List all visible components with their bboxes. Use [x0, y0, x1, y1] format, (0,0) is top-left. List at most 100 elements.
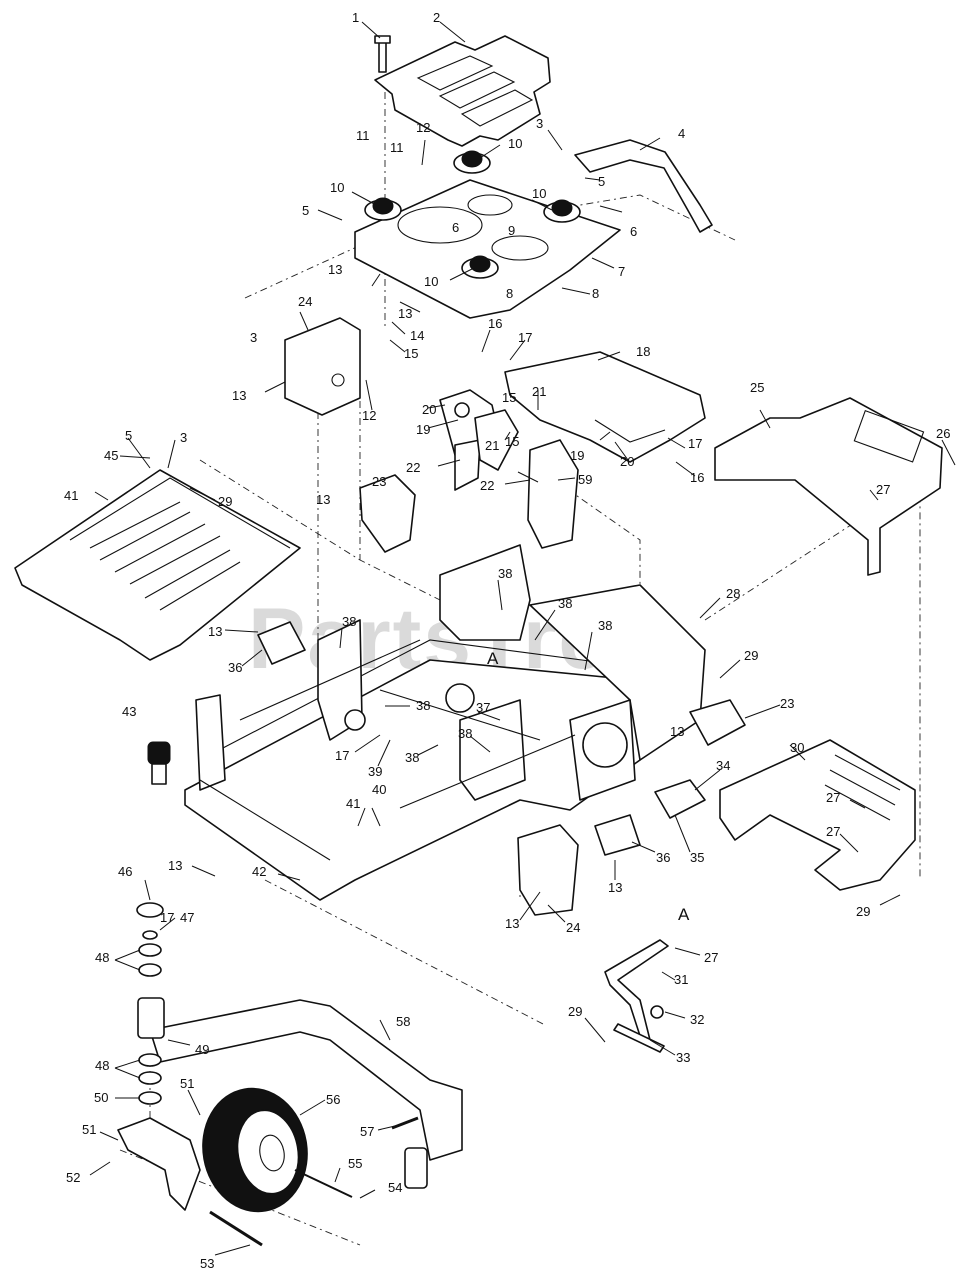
callout-54: 54: [388, 1180, 402, 1195]
callout-49: 49: [195, 1042, 209, 1057]
callout-16: 16: [690, 470, 704, 485]
bracket-23-upper[interactable]: [359, 474, 416, 553]
callout-29: 29: [218, 494, 232, 509]
callout-27: 27: [826, 790, 840, 805]
callout-3: 3: [180, 430, 187, 445]
callout-48: 48: [95, 950, 109, 965]
knob[interactable]: [147, 741, 171, 785]
callout-42: 42: [252, 864, 266, 879]
callout-48: 48: [95, 1058, 109, 1073]
callout-13: 13: [505, 916, 519, 931]
callout-34: 34: [716, 758, 730, 773]
callout-32: 32: [690, 1012, 704, 1027]
callout-5: 5: [125, 428, 132, 443]
callout-6: 6: [452, 220, 459, 235]
callout-38: 38: [498, 566, 512, 581]
callout-31: 31: [674, 972, 688, 987]
lever-assembly[interactable]: [604, 939, 669, 1053]
control-cover[interactable]: [504, 351, 706, 463]
callout-25: 25: [750, 380, 764, 395]
axle-bolts: [209, 1116, 419, 1247]
callout-47: 47: [180, 910, 194, 925]
callout-39: 39: [368, 764, 382, 779]
callout-22: 22: [406, 460, 420, 475]
callout-33: 33: [676, 1050, 690, 1065]
callout-28: 28: [726, 586, 740, 601]
control-linkage[interactable]: [439, 389, 614, 549]
callout-12: 12: [416, 120, 430, 135]
callout-59: 59: [578, 472, 592, 487]
callout-43: 43: [122, 704, 136, 719]
ref-a-frame: A: [487, 649, 499, 668]
callout-13: 13: [208, 624, 222, 639]
callout-13: 13: [316, 492, 330, 507]
callout-22: 22: [480, 478, 494, 493]
seat-plate[interactable]: [374, 35, 551, 147]
callout-38: 38: [458, 726, 472, 741]
callout-10: 10: [508, 136, 522, 151]
callout-23: 23: [372, 474, 386, 489]
callout-15: 15: [502, 390, 516, 405]
callout-13: 13: [168, 858, 182, 873]
seat-bracket[interactable]: [574, 139, 713, 233]
callout-27: 27: [704, 950, 718, 965]
caster-fork[interactable]: [117, 1117, 201, 1211]
bracket-34[interactable]: [654, 779, 706, 819]
bracket-36-right[interactable]: [594, 814, 641, 856]
callout-14: 14: [410, 328, 424, 343]
callout-56: 56: [326, 1092, 340, 1107]
callout-52: 52: [66, 1170, 80, 1185]
floor-pan-holes: [89, 501, 241, 611]
callout-9: 9: [508, 223, 515, 238]
callout-35: 35: [690, 850, 704, 865]
callout-5: 5: [302, 203, 309, 218]
callout-50: 50: [94, 1090, 108, 1105]
callout-12: 12: [362, 408, 376, 423]
callout-23: 23: [780, 696, 794, 711]
callout-13: 13: [398, 306, 412, 321]
console-bracket[interactable]: [284, 317, 361, 416]
side-shield[interactable]: [719, 739, 916, 891]
main-frame[interactable]: [184, 544, 706, 901]
leader-lines: [89, 21, 956, 1256]
callout-11: 11: [356, 128, 370, 143]
callout-19: 19: [416, 422, 430, 437]
bracket-23-right[interactable]: [689, 699, 746, 746]
callout-7: 7: [618, 264, 625, 279]
callout-8: 8: [592, 286, 599, 301]
callout-57: 57: [360, 1124, 374, 1139]
callout-24: 24: [566, 920, 580, 935]
seat-mount-plate[interactable]: [354, 179, 621, 319]
callout-6: 6: [630, 224, 637, 239]
bolt-1: [374, 35, 391, 73]
callout-36: 36: [656, 850, 670, 865]
callout-10: 10: [424, 274, 438, 289]
caster-stack: [136, 902, 164, 1105]
callout-58: 58: [396, 1014, 410, 1029]
callout-17: 17: [335, 748, 349, 763]
callout-51: 51: [82, 1122, 96, 1137]
callout-38: 38: [558, 596, 572, 611]
callout-3: 3: [536, 116, 543, 131]
callout-20: 20: [422, 402, 436, 417]
callout-27: 27: [876, 482, 890, 497]
callout-10: 10: [330, 180, 344, 195]
callout-29: 29: [856, 904, 870, 919]
callout-13: 13: [670, 724, 684, 739]
callout-41: 41: [346, 796, 360, 811]
callout-17: 17: [688, 436, 702, 451]
bracket-24-lower[interactable]: [517, 824, 579, 916]
callout-24: 24: [298, 294, 312, 309]
rear-panel[interactable]: [714, 397, 943, 576]
bracket-36-left[interactable]: [257, 621, 306, 665]
callout-15: 15: [505, 434, 519, 449]
callout-13: 13: [328, 262, 342, 277]
caster-wheel[interactable]: [193, 1080, 317, 1220]
floor-pan[interactable]: [14, 469, 301, 661]
callout-11: 11: [390, 140, 404, 155]
callout-21: 21: [532, 384, 546, 399]
front-axle[interactable]: [137, 997, 463, 1189]
callout-46: 46: [118, 864, 132, 879]
callout-4: 4: [678, 126, 685, 141]
ref-a-lever: A: [678, 905, 690, 924]
